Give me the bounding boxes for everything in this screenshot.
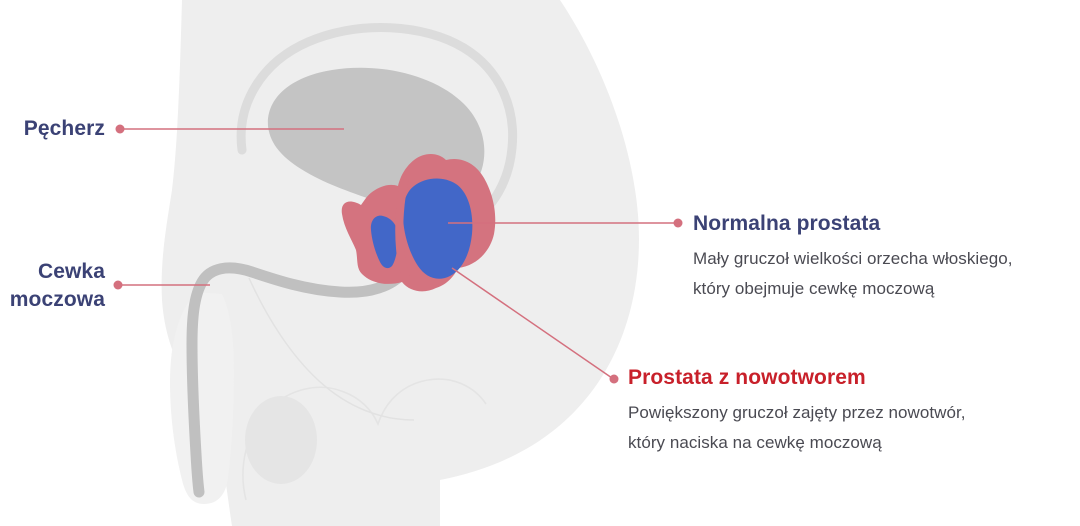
leader-bladder (115, 124, 344, 134)
prostatic-urethra-channel (395, 174, 411, 284)
callout-normal-prostate-description: Mały gruczoł wielkości orzecha włoskiego… (693, 244, 1080, 304)
label-urethra-line-2: moczowa (9, 288, 105, 311)
leader-tumor-prostate (451, 267, 619, 384)
testicle (245, 396, 317, 484)
leader-dot-tumor-prostate (609, 374, 619, 384)
normal-prostate-left-lobe (370, 215, 398, 269)
penis-silhouette (170, 292, 234, 504)
callout-tumor-prostate-desc-line-1: Powiększony gruczoł zajęty przez nowotwó… (628, 403, 966, 422)
label-bladder-line-1: Pęcherz (23, 117, 105, 140)
label-urethra-line-1: Cewka (37, 260, 105, 283)
callout-normal-prostate-title: Normalna prostata (693, 212, 881, 235)
callout-normal-prostate-desc-line-1: Mały gruczoł wielkości orzecha włoskiego… (693, 249, 1013, 268)
callout-tumor-prostate-title: Prostata z nowotworem (628, 366, 866, 389)
leader-urethra (113, 280, 210, 290)
callout-normal-prostate: Normalna prostata Mały gruczoł wielkości… (693, 210, 1080, 304)
bladder-outline (236, 23, 518, 243)
callout-tumor-prostate-desc-line-2: który naciska na cewkę moczową (628, 433, 882, 452)
label-bladder: Pęcherz (0, 115, 105, 143)
leader-line-tumor-prostate (451, 267, 613, 379)
leader-dot-urethra (113, 280, 123, 290)
leader-normal-prostate (448, 218, 683, 228)
callout-normal-prostate-desc-line-2: który obejmuje cewkę moczową (693, 279, 935, 298)
normal-prostate-right-lobe (402, 178, 473, 279)
callout-tumor-prostate: Prostata z nowotworem Powiększony gruczo… (628, 364, 1028, 458)
leader-dot-bladder (115, 124, 125, 134)
label-urethra: Cewka moczowa (0, 258, 105, 314)
leader-dot-normal-prostate (673, 218, 683, 228)
callout-tumor-prostate-description: Powiększony gruczoł zajęty przez nowotwó… (628, 398, 1028, 458)
groin-contour (248, 277, 415, 421)
urethra (186, 262, 410, 498)
